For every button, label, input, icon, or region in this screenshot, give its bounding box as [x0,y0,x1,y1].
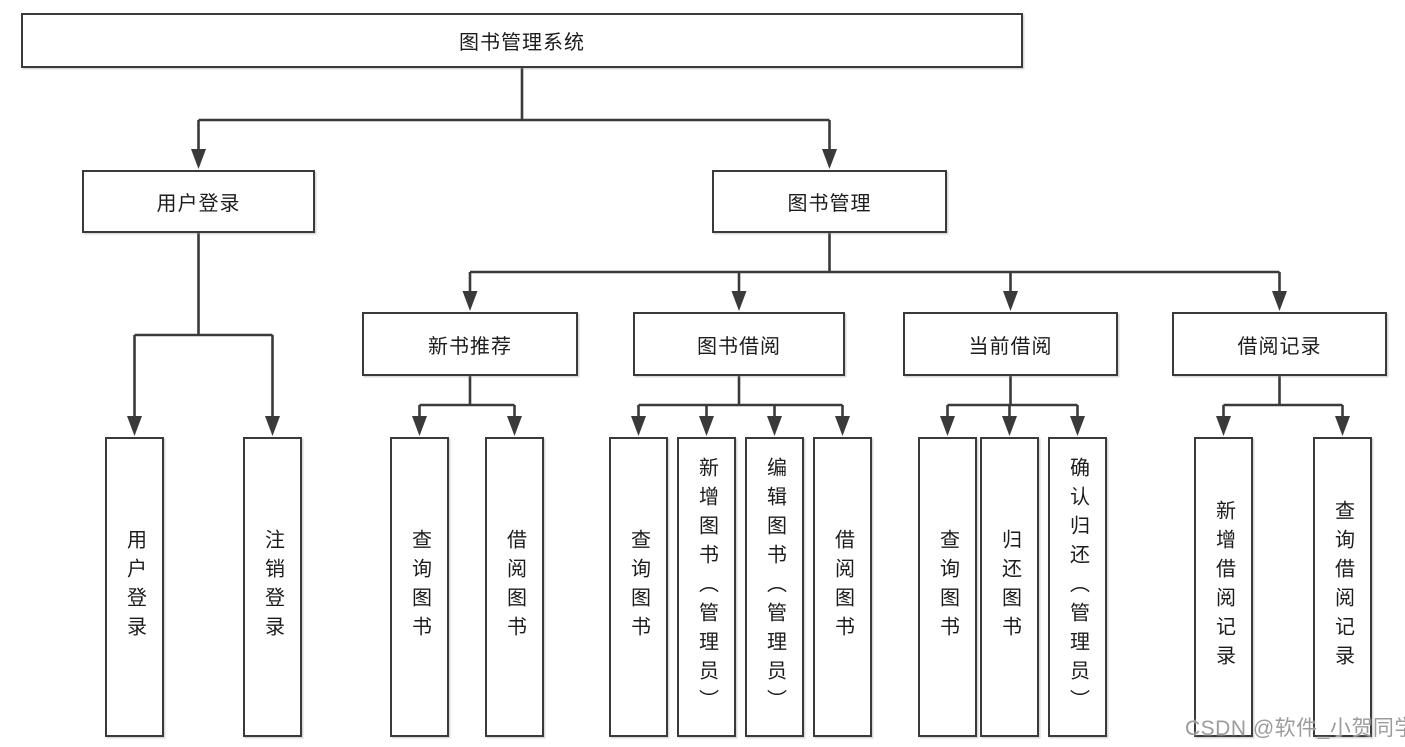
edge-borrowrecords-split [1222,376,1344,419]
arrow-icon [631,416,646,436]
edge-bookborrow-split [637,376,844,419]
edge-root-split [197,68,831,152]
leaf-current-query-books-label: 查询图书 [936,529,959,645]
arrow-icon [1272,291,1287,311]
tree-edges [133,68,1344,419]
node-book-borrowing: 图书借阅 [633,312,845,376]
node-new-book-recommend: 新书推荐 [362,312,578,376]
node-borrowing-records-label: 借阅记录 [1237,335,1322,358]
arrow-icon [265,416,280,436]
arrow-icon [1070,416,1085,436]
csdn-watermark: CSDN @软件_小贺同学 [1185,717,1405,740]
leaf-records-add-record-label: 新增借阅记录 [1212,500,1235,674]
arrow-icon [462,291,478,311]
edge-newbookrec-split [418,376,516,419]
arrow-icon [835,416,850,436]
leaf-current-query-books: 查询图书 [918,437,977,737]
leaf-borrow-add-books-admin: 新增图书（管理员） [677,437,736,737]
leaf-user-login: 用户登录 [105,437,164,737]
node-system-root-label: 图书管理系统 [459,32,585,54]
node-book-borrowing-label: 图书借阅 [697,335,781,358]
leaf-newbook-borrow-books: 借阅图书 [485,437,544,737]
arrow-icon [1003,291,1018,311]
edge-bookmgmt-split [468,233,1281,294]
node-book-management: 图书管理 [712,170,947,233]
node-borrowing-records: 借阅记录 [1172,312,1387,376]
arrow-icon [822,149,837,169]
leaf-newbook-query-books: 查询图书 [390,437,449,737]
leaf-records-add-record: 新增借阅记录 [1194,437,1253,737]
leaf-current-confirm-return-admin: 确认归还（管理员） [1048,437,1107,737]
arrow-icon [731,291,747,311]
node-current-borrowing: 当前借阅 [903,312,1118,376]
leaf-borrow-query-books: 查询图书 [609,437,668,737]
arrow-icon [767,416,782,436]
leaf-current-confirm-return-admin-label: 确认归还（管理员） [1066,456,1089,718]
leaf-current-return-books: 归还图书 [980,437,1039,737]
leaf-borrow-add-books-admin-label: 新增图书（管理员） [695,456,718,718]
leaf-logout-login-label: 注销登录 [261,529,284,645]
arrow-icon [191,149,206,169]
arrowheads [127,149,1350,436]
arrow-icon [507,416,522,436]
leaf-current-return-books-label: 归还图书 [998,529,1021,645]
node-new-book-recommend-label: 新书推荐 [428,335,512,358]
node-user-login-branch: 用户登录 [82,170,315,233]
arrow-icon [699,416,714,436]
edge-userlogin-split [133,233,274,419]
node-user-login-branch-label: 用户登录 [156,193,241,215]
arrow-icon [412,416,427,436]
arrow-icon [1002,416,1017,436]
leaf-records-query-record-label: 查询借阅记录 [1331,500,1354,674]
leaf-borrow-borrow-books: 借阅图书 [813,437,872,737]
leaf-borrow-edit-books-admin-label: 编辑图书（管理员） [763,456,786,718]
leaf-borrow-edit-books-admin: 编辑图书（管理员） [745,437,804,737]
leaf-borrow-query-books-label: 查询图书 [627,529,650,645]
node-system-root: 图书管理系统 [21,13,1023,68]
arrow-icon [940,416,955,436]
arrow-icon [1216,416,1231,436]
arrow-icon [1335,416,1350,436]
leaf-user-login-label: 用户登录 [123,529,146,645]
edge-currentborrow-split [946,376,1079,419]
arrow-icon [127,416,142,436]
leaf-borrow-borrow-books-label: 借阅图书 [831,529,854,645]
leaf-logout-login: 注销登录 [243,437,302,737]
leaf-newbook-borrow-books-label: 借阅图书 [503,529,526,645]
leaf-records-query-record: 查询借阅记录 [1313,437,1372,737]
leaf-newbook-query-books-label: 查询图书 [408,529,431,645]
node-book-management-label: 图书管理 [787,193,872,215]
node-current-borrowing-label: 当前借阅 [968,335,1053,358]
